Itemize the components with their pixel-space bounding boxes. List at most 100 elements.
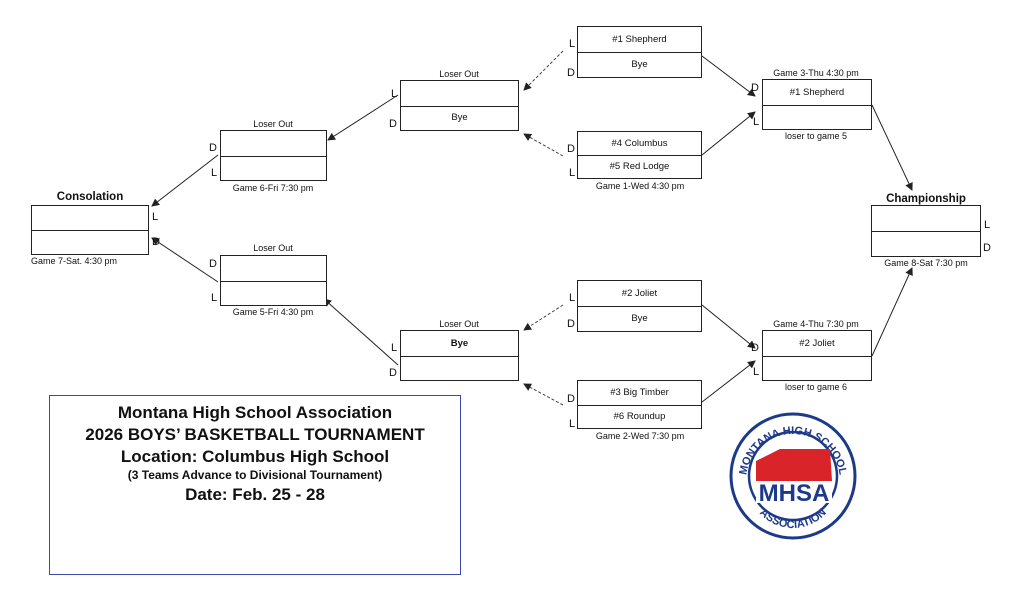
consolation-win-letter: D [152, 236, 160, 248]
connector-game1-to-loser-top [523, 133, 564, 157]
loser-bottom-top-slot: Bye [401, 331, 518, 357]
game6-win-letter: D [209, 142, 217, 154]
game5-top-slot [221, 256, 326, 282]
connector-bye-bottom-to-game4 [701, 304, 756, 349]
loser-bottom-header: Loser Out [439, 319, 479, 329]
game4-box: #2 Joliet [762, 330, 872, 381]
connector-game3-to-championship [871, 104, 913, 191]
connector-bye-bottom-to-loser-bottom [523, 304, 564, 331]
connector-loser-top-to-game6 [327, 94, 399, 141]
game1-top-slot: #4 Columbus [578, 132, 701, 156]
bye-bottom-win-letter: D [567, 318, 575, 330]
game2-loss-letter: L [569, 418, 576, 430]
game4-bottom-slot [763, 356, 871, 381]
game3-loss-letter: L [753, 116, 760, 128]
connector-bye-top-to-loser-top [523, 50, 564, 91]
loser-top-loss-letter: L [391, 88, 398, 100]
game3-top-slot: #1 Shepherd [763, 80, 871, 106]
championship-caption: Game 8-Sat 7:30 pm [884, 258, 968, 268]
game2-caption: Game 2-Wed 7:30 pm [595, 431, 685, 441]
game3-box: #1 Shepherd [762, 79, 872, 130]
connector-game6-to-consolation [151, 154, 219, 207]
loser-bottom-win-letter: D [389, 367, 397, 379]
consolation-header: Consolation [56, 191, 124, 203]
connector-game2-to-game4 [701, 360, 756, 403]
info-tournament-title: 2026 BOYS’ BASKETBALL TOURNAMENT [85, 425, 425, 445]
connector-game5-to-consolation [151, 237, 219, 283]
game5-loss-letter: L [211, 292, 218, 304]
mhsa-logo: MONTANA HIGH SCHOOL ASSOCIATION MHSA [729, 412, 857, 540]
consolation-box [31, 205, 149, 255]
game1-win-letter: D [567, 143, 575, 155]
bye-top-loss-letter: L [569, 38, 576, 50]
logo-center-band [756, 481, 832, 503]
game6-top-slot [221, 131, 326, 157]
championship-box [871, 205, 981, 257]
game5-win-letter: D [209, 258, 217, 270]
connector-loser-bottom-to-game5 [323, 298, 399, 366]
championship-top-slot [872, 206, 980, 232]
loser-top-header: Loser Out [439, 69, 479, 79]
championship-header: Championship [886, 193, 966, 205]
game3-bottom-slot [763, 105, 871, 130]
game2-top-slot: #3 Big Timber [578, 381, 701, 406]
connector-bye-top-to-game3 [701, 55, 756, 97]
consolation-loss-letter: L [152, 211, 159, 223]
championship-win-letter: D [983, 242, 991, 254]
logo-state-shape [756, 449, 832, 481]
consolation-caption: Game 7-Sat. 4:30 pm [31, 256, 118, 266]
game2-win-letter: D [567, 393, 575, 405]
connector-game4-to-championship [871, 267, 913, 357]
championship-loss-letter: L [984, 219, 991, 231]
game6-box [220, 130, 327, 181]
game1-box: #4 Columbus #5 Red Lodge [577, 131, 702, 179]
game3-win-letter: D [751, 82, 759, 94]
game5-caption: Game 5-Fri 4:30 pm [232, 307, 314, 317]
championship-bottom-slot [872, 231, 980, 256]
info-location: Location: Columbus High School [120, 447, 390, 467]
game2-box: #3 Big Timber #6 Roundup [577, 380, 702, 429]
bye-bottom-box: #2 Joliet Bye [577, 280, 702, 332]
info-dates: Date: Feb. 25 - 28 [185, 484, 325, 504]
game1-bottom-slot: #5 Red Lodge [609, 161, 670, 172]
bye-top-box: #1 Shepherd Bye [577, 26, 702, 78]
game3-caption: loser to game 5 [784, 131, 848, 141]
game5-box [220, 255, 327, 306]
game6-bottom-slot [221, 156, 326, 181]
game4-top-slot: #2 Joliet [763, 331, 871, 357]
tournament-info-box: Montana High School Association 2026 BOY… [49, 395, 461, 575]
bye-top-win-letter: D [567, 67, 575, 79]
game1-caption: Game 1-Wed 4:30 pm [595, 181, 685, 191]
consolation-top-slot [32, 206, 148, 231]
info-advance-note: (3 Teams Advance to Divisional Tournamen… [127, 468, 383, 483]
bye-bottom-bottom-slot: Bye [631, 313, 648, 324]
bye-bottom-loss-letter: L [569, 292, 576, 304]
loser-bottom-box: Bye [400, 330, 519, 381]
loser-top-win-letter: D [389, 118, 397, 130]
game1-loss-letter: L [569, 167, 576, 179]
game6-header: Loser Out [253, 119, 293, 129]
game4-win-letter: D [751, 342, 759, 354]
loser-bottom-bottom-slot [401, 356, 518, 381]
game6-loss-letter: L [211, 167, 218, 179]
game5-header: Loser Out [253, 243, 293, 253]
bye-bottom-top-slot: #2 Joliet [578, 281, 701, 307]
logo-center-text: MHSA [759, 480, 830, 507]
game4-caption: loser to game 6 [784, 382, 848, 392]
loser-bottom-loss-letter: L [391, 342, 398, 354]
loser-top-box: Bye [400, 80, 519, 131]
loser-top-bottom-slot: Bye [451, 112, 468, 124]
connector-game2-to-loser-bottom [523, 383, 564, 406]
game6-caption: Game 6-Fri 7:30 pm [232, 183, 314, 193]
bye-top-bottom-slot: Bye [631, 59, 648, 70]
game2-bottom-slot: #6 Roundup [613, 410, 666, 422]
info-association: Montana High School Association [117, 403, 393, 422]
game4-header: Game 4-Thu 7:30 pm [773, 319, 859, 329]
connector-game1-to-game3 [701, 111, 756, 156]
game3-header: Game 3-Thu 4:30 pm [773, 68, 859, 78]
loser-top-top-slot [401, 81, 518, 107]
bye-top-top-slot: #1 Shepherd [578, 27, 701, 53]
consolation-bottom-slot [32, 230, 148, 254]
game4-loss-letter: L [753, 366, 760, 378]
